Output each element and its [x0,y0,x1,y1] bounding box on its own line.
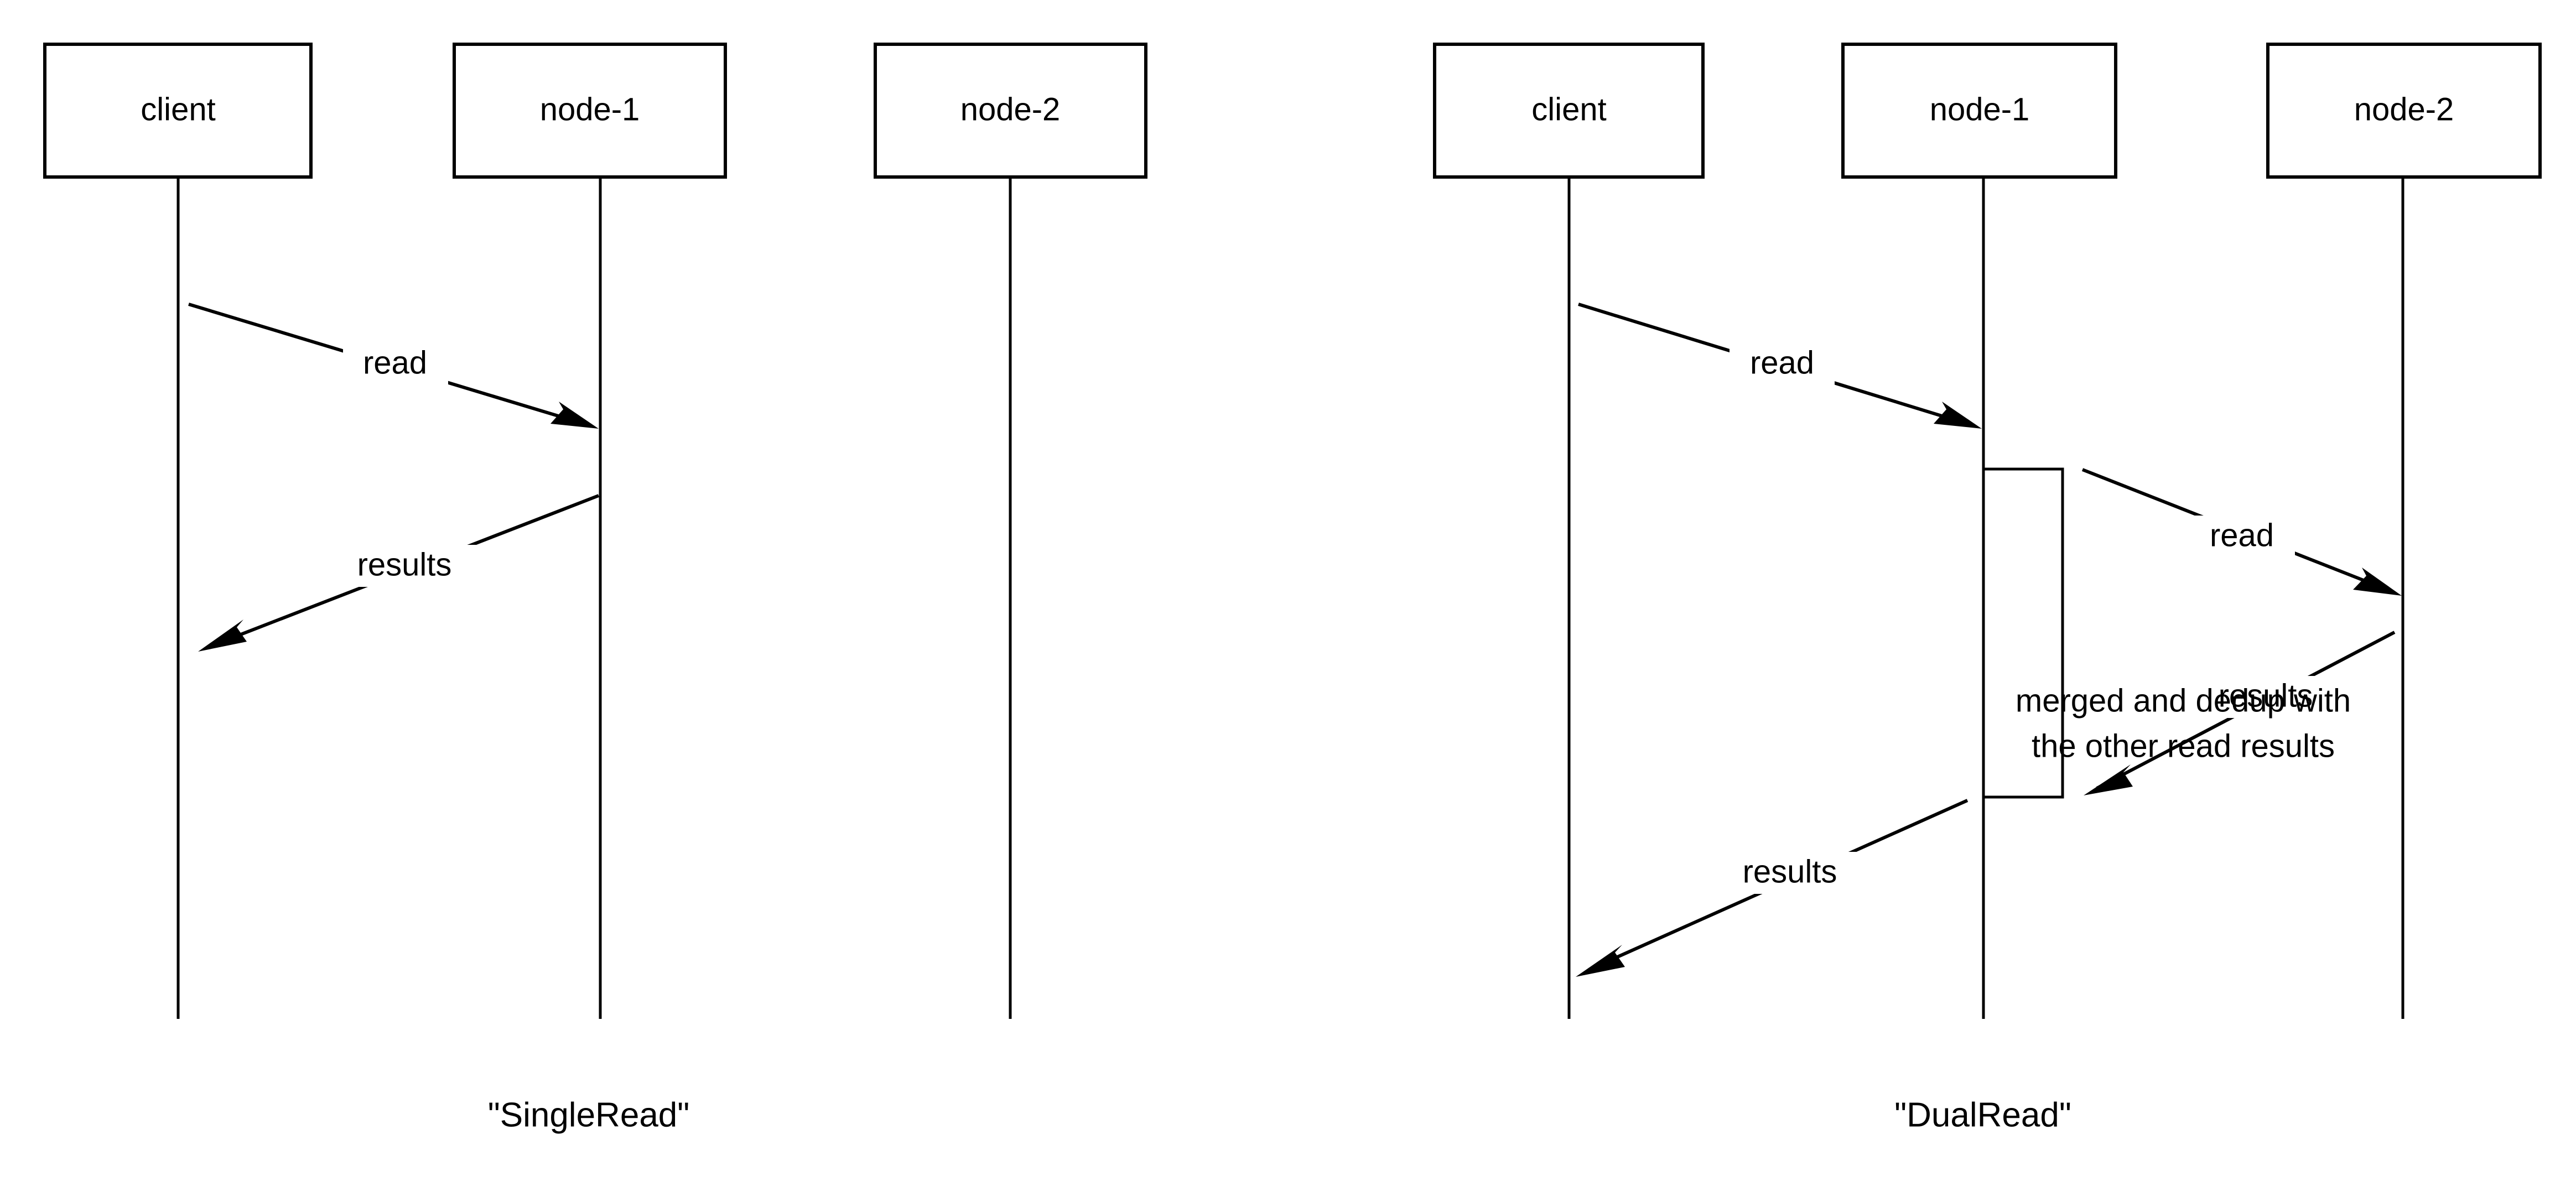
arrow-head-right-icon [2353,568,2402,596]
message-label-read: read [2210,517,2274,553]
message-label-results: results [2219,678,2313,714]
note-line-1: merged and dedup with [2016,683,2351,719]
arrow-head-left-icon [1576,945,1625,977]
participant-label-node-2: node-2 [2354,91,2454,127]
participant-label-node-2: node-2 [960,91,1061,127]
arrow-head-right-icon [550,402,599,429]
participant-label-node-1: node-1 [1930,91,2030,127]
message-label-backdrop [330,545,479,587]
activation-bracket-node-1 [1983,467,2064,799]
message-results-node-1-to-client[interactable]: results [198,494,600,652]
participant-box-node-2[interactable] [874,43,1147,179]
message-label-read: read [363,345,427,381]
participant-label-client: client [141,91,215,127]
message-label-backdrop [2190,516,2295,558]
participant-box-client[interactable] [43,43,313,179]
arrow-head-left-icon [2084,764,2133,795]
arrow-head-right-icon [1934,402,1982,429]
participant-label-node-1: node-1 [540,91,640,127]
participant-box-node-1[interactable] [1841,43,2117,179]
message-label-backdrop [1730,343,1835,385]
participant-box-client[interactable] [1433,43,1705,179]
message-read-client-to-node-1[interactable]: read [1578,303,1982,429]
participant-label-client: client [1531,91,1606,127]
message-results-node-1-to-client[interactable]: results [1576,799,1969,977]
message-results-node-2-to-node-1[interactable]: results [2084,631,2396,795]
caption-dual-read: "DualRead" [1894,1096,2071,1134]
participant-box-node-2[interactable] [2266,43,2542,179]
diagram-dual-read: client node-1 node-2 read read [1433,43,2542,1134]
message-label-backdrop [2191,676,2340,718]
message-label-results: results [1743,853,1837,889]
arrow-head-left-icon [198,620,247,652]
message-label-backdrop [343,343,448,385]
message-read-client-to-node-1[interactable]: read [188,303,599,429]
message-label-read: read [1750,345,1814,381]
caption-single-read: "SingleRead" [488,1096,690,1134]
note-line-2: the other read results [2032,728,2335,764]
note-merged-and-dedup: merged and dedup with the other read res… [2016,683,2351,764]
message-label-results: results [357,547,452,582]
participant-box-node-1[interactable] [453,43,727,179]
diagram-single-read: client node-1 node-2 read results "Singl… [43,43,1147,1134]
message-label-backdrop [1715,852,1865,894]
message-read-node-1-to-node-2[interactable]: read [2081,468,2402,596]
